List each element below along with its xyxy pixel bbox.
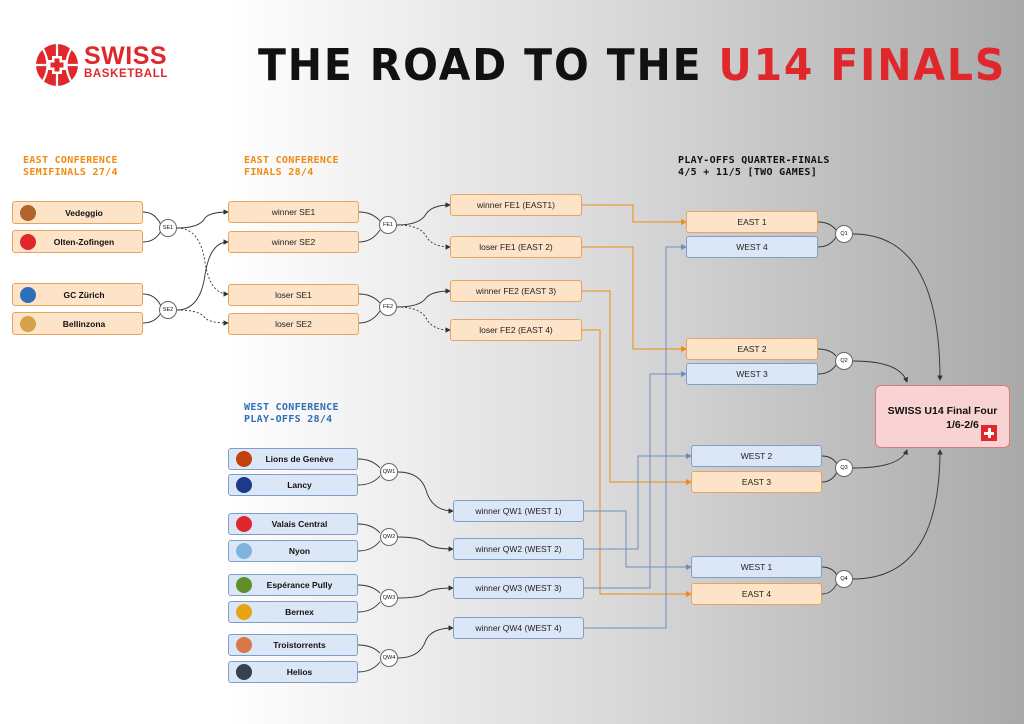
west-team-valais-central: Valais Central (228, 513, 358, 535)
east-team-vedeggio: Vedeggio (12, 201, 143, 224)
heading-west-playoffs-line2: PLAY-OFFS 28/4 (244, 414, 333, 425)
page-title: THE ROAD TO THE U14 FINALS (258, 40, 1006, 91)
heading-east-finals-line1: EAST CONFERENCE (244, 155, 339, 166)
match-node-q1: Q1 (835, 225, 853, 243)
team-logo-icon (236, 577, 252, 593)
east-team-gc-zurich: GC Zürich (12, 283, 143, 306)
qf-east-4: EAST 4 (691, 583, 822, 605)
final-four-dates: 1/6-2/6 (946, 419, 979, 431)
match-node-se1: SE1 (159, 219, 177, 237)
west-team-esperance-pully: Espérance Pully (228, 574, 358, 596)
team-name: Lancy (287, 480, 312, 490)
swiss-flag-icon (981, 425, 997, 441)
match-node-fe1: FE1 (379, 216, 397, 234)
west-team-helios: Helios (228, 661, 358, 683)
heading-east-semis-line2: SEMIFINALS 27/4 (23, 167, 118, 178)
east-result-loser-fe2: loser FE2 (EAST 4) (450, 319, 582, 341)
heading-east-semis-line1: EAST CONFERENCE (23, 155, 118, 166)
west-team-lancy: Lancy (228, 474, 358, 496)
team-name: Valais Central (271, 519, 328, 529)
team-name: Olten-Zofingen (53, 236, 115, 247)
team-logo-icon (20, 315, 36, 332)
east-result-winner-fe2: winner FE2 (EAST 3) (450, 280, 582, 302)
final-four-box: SWISS U14 Final Four 1/6-2/6 (875, 385, 1010, 448)
team-name: Troistorrents (273, 640, 326, 650)
logo-line-2: BASKETBALL (84, 68, 168, 80)
qf-west-1: WEST 1 (691, 556, 822, 578)
east-final-loser-se2: loser SE2 (228, 313, 359, 335)
title-black: THE ROAD TO THE (258, 40, 719, 91)
qf-east-1: EAST 1 (686, 211, 818, 233)
east-result-loser-fe1: loser FE1 (EAST 2) (450, 236, 582, 258)
west-result-winner-qw1: winner QW1 (WEST 1) (453, 500, 584, 522)
team-name: Bellinzona (62, 318, 106, 329)
title-red: U14 FINALS (718, 40, 1007, 91)
team-logo-icon (236, 543, 252, 559)
team-name: Bernex (285, 607, 314, 617)
west-team-nyon: Nyon (228, 540, 358, 562)
team-name: Vedeggio (65, 207, 103, 218)
team-logo-icon (20, 286, 36, 303)
heading-west-playoffs-line1: WEST CONFERENCE (244, 402, 339, 413)
heading-east-finals-line2: FINALS 28/4 (244, 167, 314, 178)
team-logo-icon (20, 233, 36, 250)
heading-quarterfinals-line1: PLAY-OFFS QUARTER-FINALS (678, 155, 830, 166)
team-logo-icon (236, 477, 252, 493)
team-name: GC Zürich (63, 289, 105, 300)
match-node-se2: SE2 (159, 301, 177, 319)
match-node-fe2: FE2 (379, 298, 397, 316)
logo-wordmark: SWISS BASKETBALL (84, 44, 168, 81)
heading-quarterfinals-line2: 4/5 + 11/5 [TWO GAMES] (678, 167, 818, 178)
team-logo-icon (236, 451, 252, 467)
east-final-winner-se2: winner SE2 (228, 231, 359, 253)
team-logo-icon (20, 204, 36, 221)
team-name: Lions de Genève (265, 454, 334, 464)
east-result-winner-fe1: winner FE1 (EAST1) (450, 194, 582, 216)
west-result-winner-qw4: winner QW4 (WEST 4) (453, 617, 584, 639)
east-team-bellinzona: Bellinzona (12, 312, 143, 335)
logo-line-1: SWISS (84, 42, 168, 70)
match-node-q3: Q3 (835, 459, 853, 477)
final-four-title: SWISS U14 Final Four (887, 405, 998, 417)
swiss-basketball-logo-icon (36, 44, 78, 86)
west-team-troistorrents: Troistorrents (228, 634, 358, 656)
team-name: Helios (286, 667, 313, 677)
match-node-q4: Q4 (835, 570, 853, 588)
qf-east-2: EAST 2 (686, 338, 818, 360)
team-name: Espérance Pully (266, 580, 333, 590)
team-logo-icon (236, 604, 252, 620)
west-team-bernex: Bernex (228, 601, 358, 623)
west-team-lions-de-geneve: Lions de Genève (228, 448, 358, 470)
qf-west-3: WEST 3 (686, 363, 818, 385)
team-logo-icon (236, 637, 252, 653)
east-team-olten-zofingen: Olten-Zofingen (12, 230, 143, 253)
qf-east-3: EAST 3 (691, 471, 822, 493)
qf-west-4: WEST 4 (686, 236, 818, 258)
west-result-winner-qw2: winner QW2 (WEST 2) (453, 538, 584, 560)
east-final-winner-se1: winner SE1 (228, 201, 359, 223)
match-node-qw1: QW1 (380, 463, 398, 481)
east-final-loser-se1: loser SE1 (228, 284, 359, 306)
match-node-q2: Q2 (835, 352, 853, 370)
team-name: Nyon (288, 546, 311, 556)
match-node-qw2: QW2 (380, 528, 398, 546)
team-logo-icon (236, 516, 252, 532)
match-node-qw4: QW4 (380, 649, 398, 667)
qf-west-2: WEST 2 (691, 445, 822, 467)
team-logo-icon (236, 664, 252, 680)
west-result-winner-qw3: winner QW3 (WEST 3) (453, 577, 584, 599)
match-node-qw3: QW3 (380, 589, 398, 607)
